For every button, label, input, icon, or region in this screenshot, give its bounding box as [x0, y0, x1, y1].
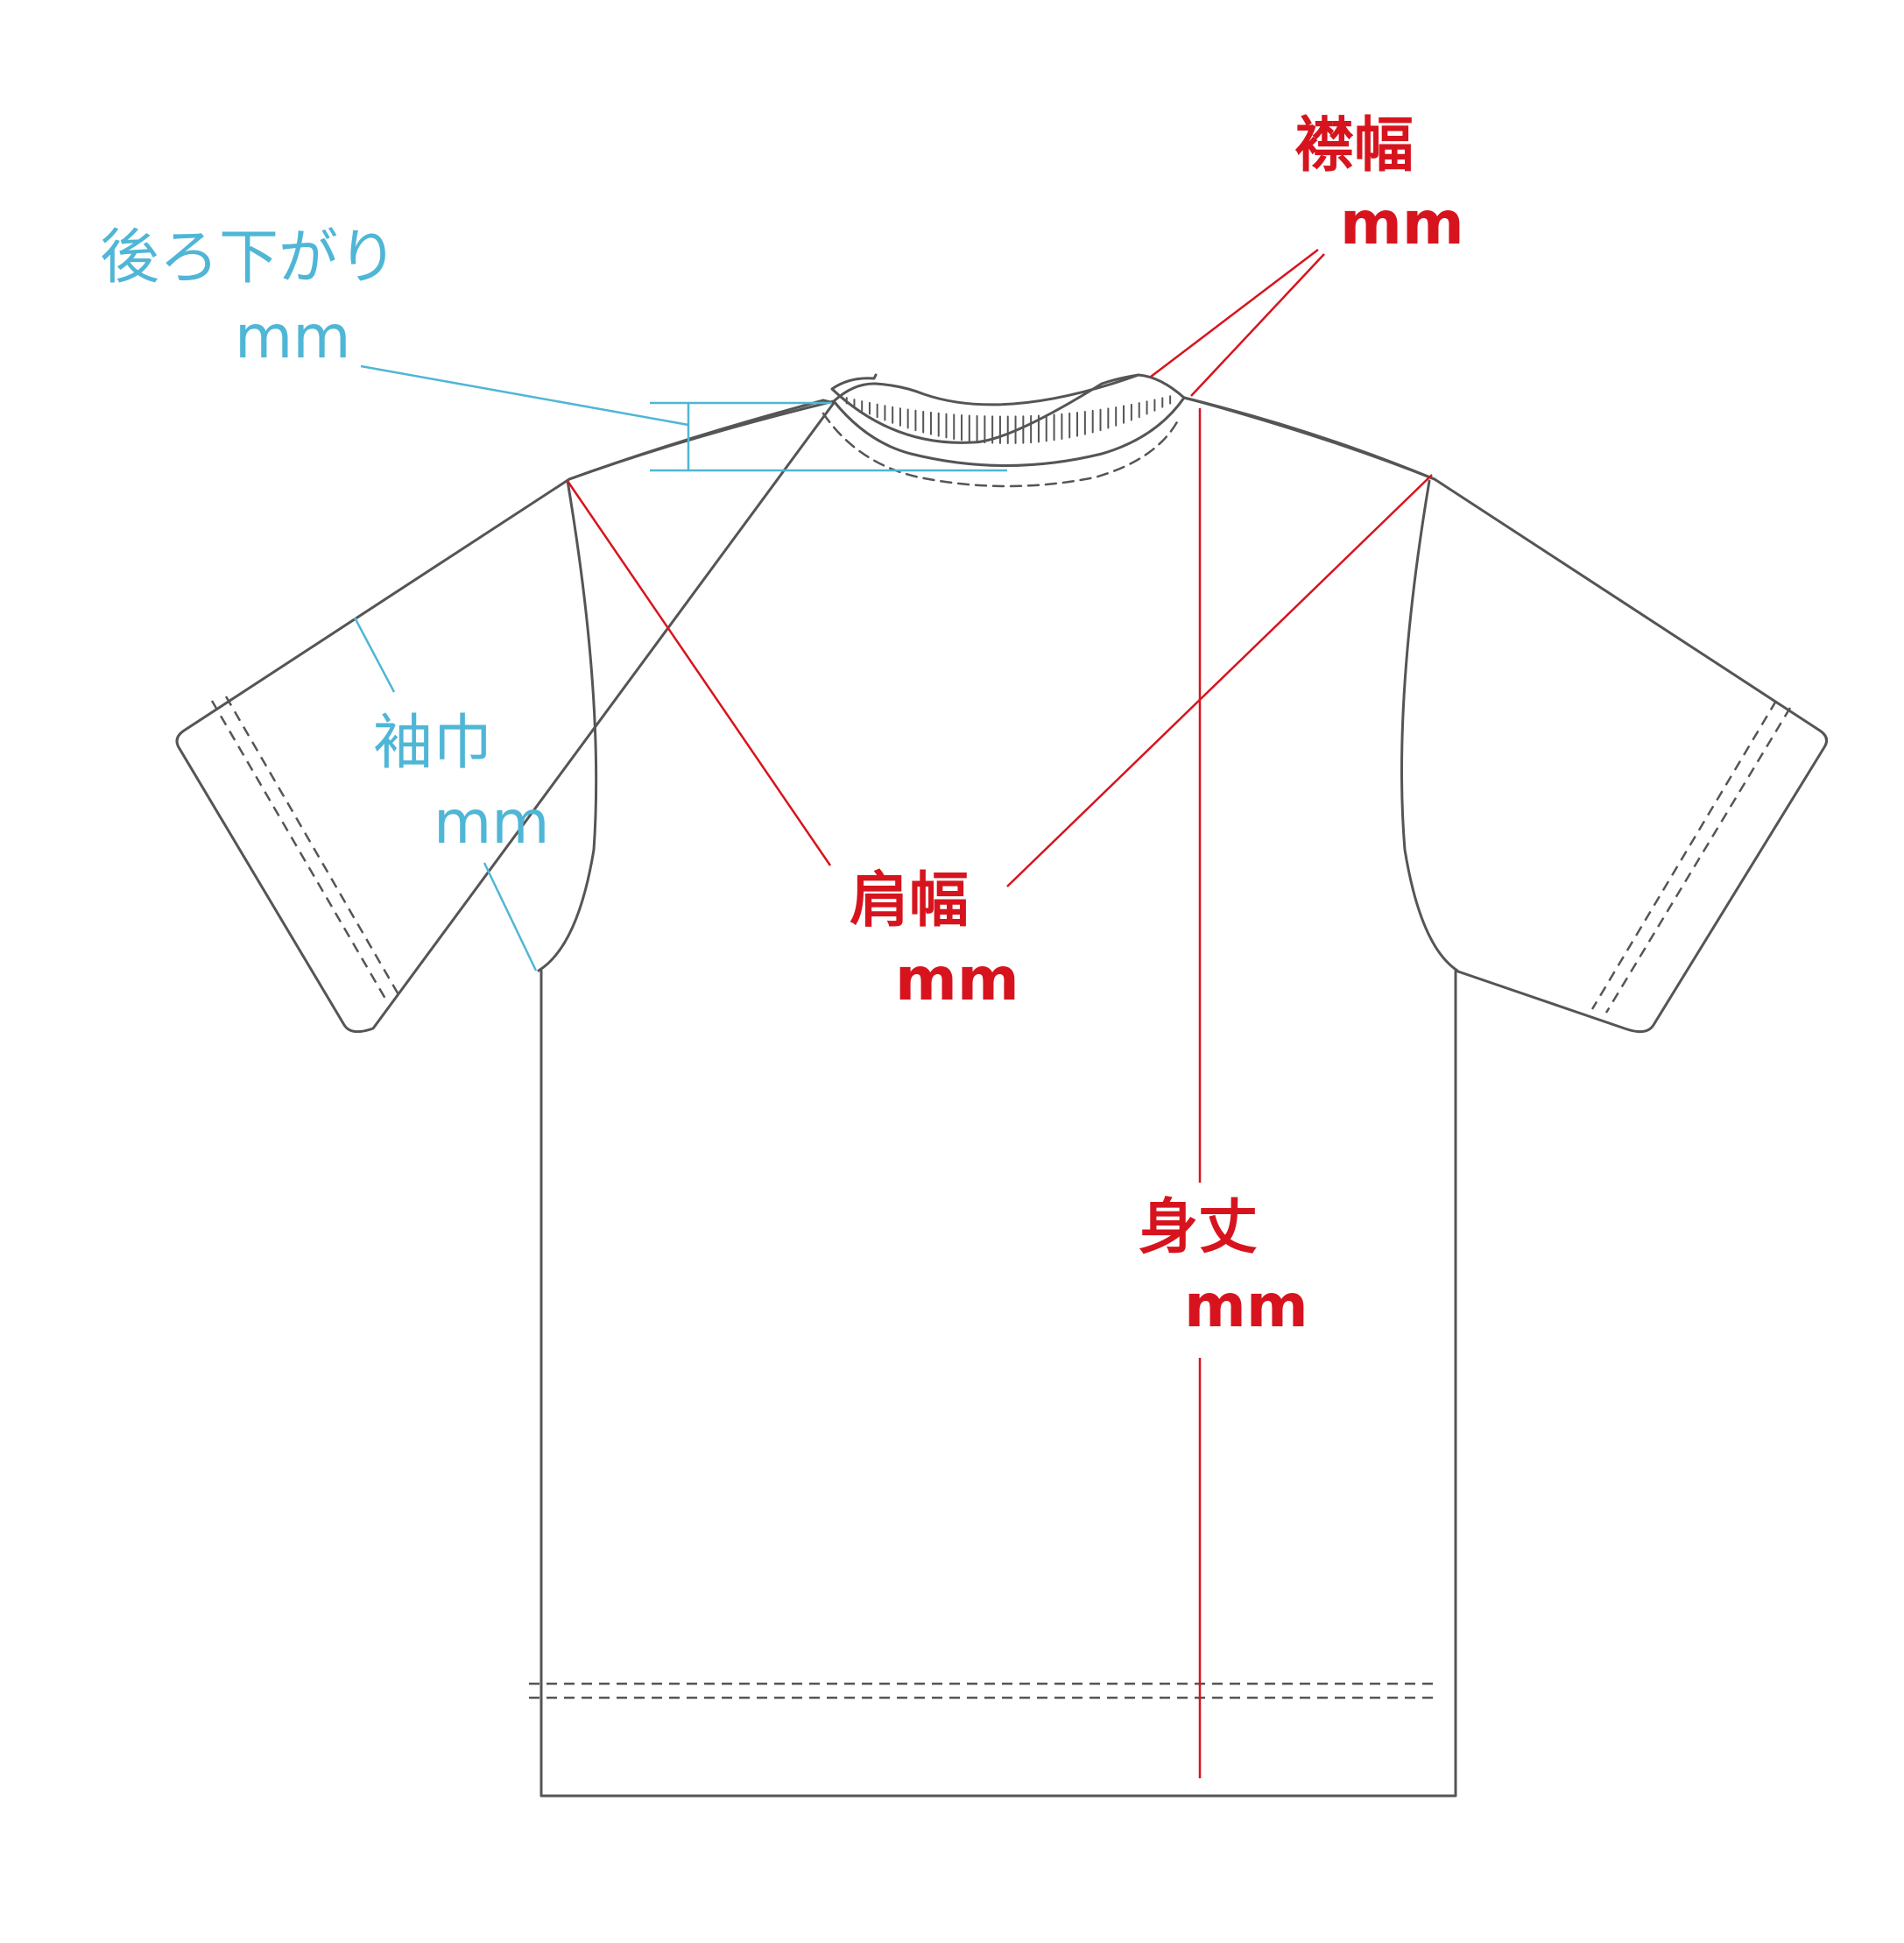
left-armhole-seam — [537, 479, 598, 972]
collar-inner — [832, 396, 1186, 467]
collar-stitch — [822, 412, 1180, 488]
right-sleeve-stitch-1 — [1590, 700, 1778, 1010]
sleeve-width-label: 袖巾 — [373, 709, 493, 778]
sleeve-width-unit: mm — [434, 788, 550, 858]
left-sleeve-stitch-2 — [224, 696, 401, 997]
right-sleeve-stitch-2 — [1604, 707, 1792, 1014]
collar-outer — [832, 373, 1186, 406]
collar-width-unit: mm — [1340, 189, 1464, 258]
secondary-measurement-lines — [353, 364, 1007, 972]
collar — [822, 373, 1186, 488]
right-armhole-seam — [1400, 479, 1459, 972]
collar-width-leader-right — [1190, 253, 1325, 397]
shoulder-width-line-left — [566, 480, 832, 866]
shoulder-width-line-right — [1006, 474, 1433, 887]
left-shoulder-line — [568, 399, 836, 481]
shoulder-width-unit: mm — [895, 945, 1019, 1014]
shoulder-width-label: 肩幅 — [850, 866, 970, 936]
back-drop-unit: mm — [235, 303, 351, 372]
collar-width-label: 襟幅 — [1294, 111, 1414, 180]
back-drop-leader — [360, 364, 689, 427]
sleeve-width-leader-bottom — [483, 862, 538, 972]
sleeve-width-leader-top — [353, 617, 396, 693]
primary-measurement-lines — [566, 249, 1433, 1778]
collar-ribbing — [845, 395, 1172, 444]
tshirt-body-outline — [175, 373, 1829, 1798]
stitching — [210, 696, 1792, 1699]
back-drop-label: 後ろ下がり — [100, 223, 398, 293]
tshirt-outline — [175, 373, 1829, 1798]
right-shoulder-line — [1182, 396, 1436, 481]
left-sleeve-stitch-1 — [210, 700, 387, 1000]
body-length-label: 身丈 — [1139, 1193, 1259, 1262]
body-length-unit: mm — [1184, 1272, 1308, 1341]
collar-width-leader-left — [1150, 249, 1319, 378]
